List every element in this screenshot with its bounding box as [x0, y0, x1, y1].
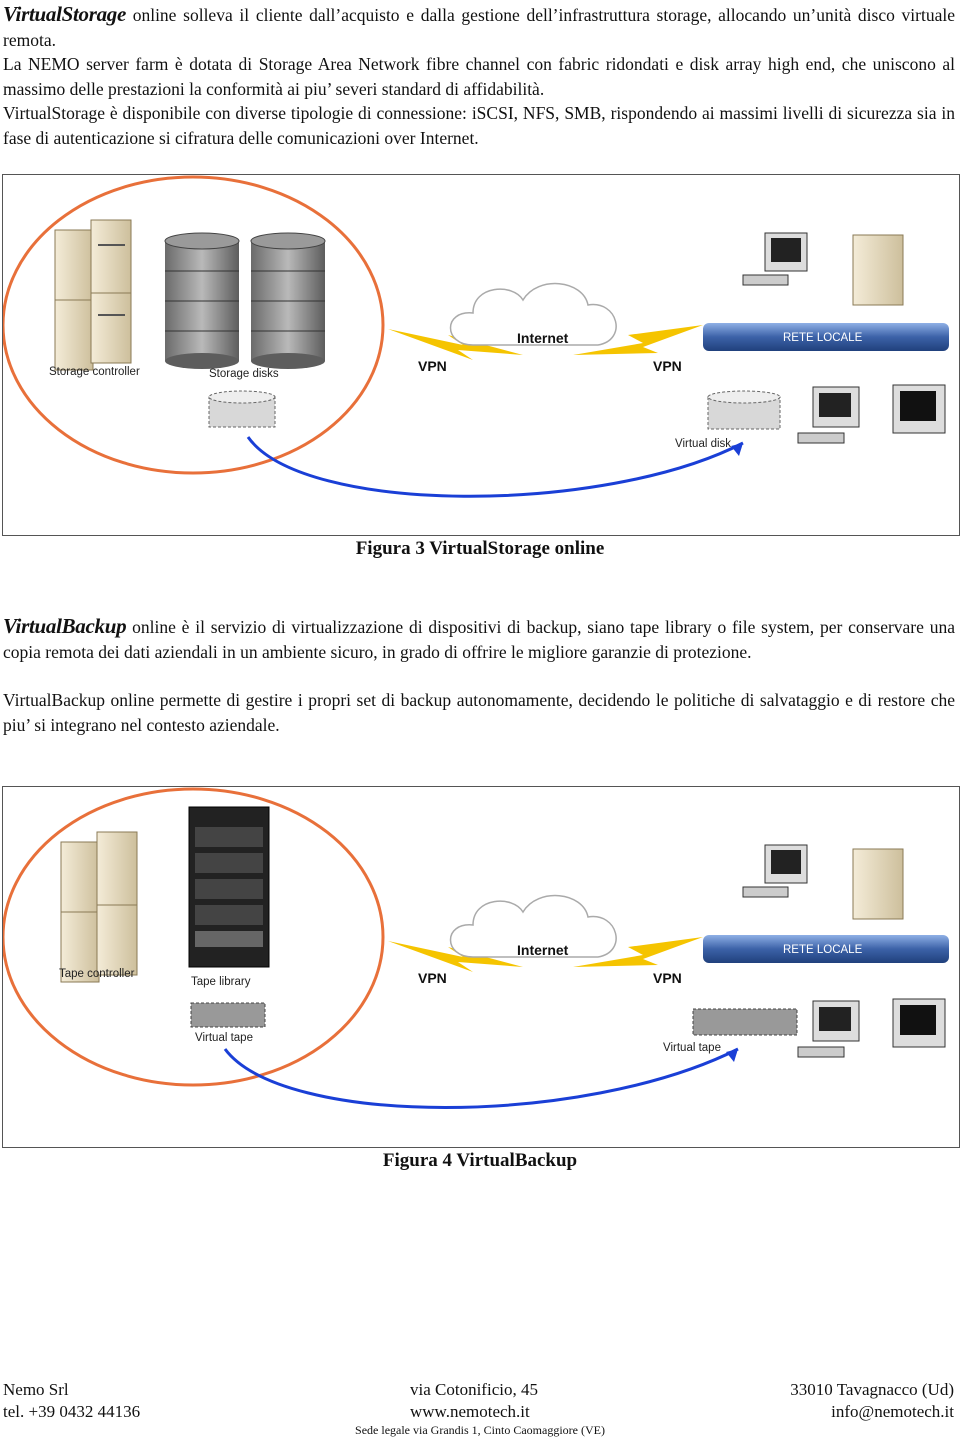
label-rete-locale: RETE LOCALE	[783, 944, 863, 956]
vpn-left-lightning	[388, 941, 523, 972]
intro-paragraph-backup: VirtualBackup online è il servizio di vi…	[3, 614, 955, 664]
phone-number: tel. +39 0432 44136	[3, 1402, 141, 1421]
footer-center: via Cotonificio, 45 www.nemotech.it	[410, 1379, 538, 1423]
virtual-disk-left-icon	[208, 390, 276, 428]
virtual-tape-left-icon	[190, 1002, 266, 1028]
label-virtual-tape-left: Virtual tape	[195, 1032, 253, 1044]
email-link[interactable]: info@nemotech.it	[831, 1402, 954, 1421]
virtual-disk-right-icon	[707, 390, 781, 430]
tape-controller-icon	[60, 831, 138, 983]
arrow-head-icon	[726, 1049, 738, 1062]
vpn-left-lightning	[388, 329, 523, 360]
figure-virtualbackup: Tape controller Tape library Virtual tap…	[1, 786, 960, 1148]
vpn-right-lightning	[573, 937, 703, 967]
label-internet: Internet	[517, 942, 569, 958]
label-vpn-right: VPN	[653, 358, 682, 374]
diagram-virtualbackup: Tape controller Tape library Virtual tap…	[1, 787, 949, 1109]
sync-arrow	[246, 436, 744, 498]
crt-monitor-icon	[892, 384, 946, 434]
label-vpn-left: VPN	[418, 970, 447, 986]
figure-virtualstorage: Storage controller Storage disks VPN VPN	[1, 174, 960, 536]
sync-arrow	[223, 1047, 739, 1109]
internet-cloud-icon	[449, 283, 617, 346]
street-address: via Cotonificio, 45	[410, 1380, 538, 1399]
tape-library-icon	[188, 806, 270, 968]
workstation-icon	[797, 1000, 860, 1058]
label-vpn-left: VPN	[418, 358, 447, 374]
label-virtual-tape-right: Virtual tape	[663, 1042, 721, 1054]
tower-server-icon	[852, 848, 904, 920]
figure3-caption: Figura 3 VirtualStorage online	[355, 538, 605, 559]
desktop-pc-icon	[742, 844, 808, 898]
lan-bar	[703, 323, 949, 351]
datacenter-ellipse	[1, 787, 385, 1087]
label-tape-library: Tape library	[191, 976, 251, 988]
label-rete-locale: RETE LOCALE	[783, 332, 863, 344]
workstation-icon	[797, 386, 860, 444]
backup-policy-paragraph: VirtualBackup online permette di gestire…	[3, 690, 955, 735]
lan-bar	[703, 935, 949, 963]
label-storage-disks: Storage disks	[209, 368, 279, 380]
footer-left: Nemo Srl tel. +39 0432 44136	[3, 1379, 140, 1423]
label-tape-controller: Tape controller	[59, 968, 135, 980]
datacenter-ellipse	[1, 175, 385, 475]
company-name: Nemo Srl	[3, 1380, 69, 1399]
footer-right: 33010 Tavagnacco (Ud) info@nemotech.it	[790, 1379, 954, 1423]
website-link[interactable]: www.nemotech.it	[410, 1402, 530, 1421]
storage-controller-icon	[54, 219, 132, 371]
legal-seat: Sede legale via Grandis 1, Cinto Caomagg…	[355, 1423, 605, 1437]
virtual-tape-right-icon	[692, 1008, 798, 1036]
storage-disks-icon	[164, 232, 326, 369]
crt-monitor-icon	[892, 998, 946, 1048]
intro-paragraph-storage: VirtualStorage online solleva il cliente…	[3, 2, 955, 52]
brand-virtualbackup: VirtualBackup	[3, 614, 127, 638]
connection-paragraph: VirtualStorage è disponibile con diverse…	[3, 103, 955, 148]
arrow-head-icon	[731, 443, 743, 456]
brand-virtualstorage: VirtualStorage	[3, 2, 127, 26]
city-address: 33010 Tavagnacco (Ud)	[790, 1380, 954, 1399]
label-internet: Internet	[517, 330, 569, 346]
diagram-virtualstorage: Storage controller Storage disks VPN VPN	[1, 175, 949, 498]
backup-intro-text: online è il servizio di virtualizzazione…	[3, 617, 955, 662]
label-virtual-disk: Virtual disk	[675, 438, 731, 450]
internet-cloud-icon	[449, 895, 617, 958]
label-storage-controller: Storage controller	[49, 366, 140, 378]
desktop-pc-icon	[742, 232, 808, 286]
label-vpn-right: VPN	[653, 970, 682, 986]
figure4-caption: Figura 4 VirtualBackup	[382, 1150, 578, 1171]
vpn-right-lightning	[573, 325, 703, 355]
san-paragraph: La NEMO server farm è dotata di Storage …	[3, 54, 955, 99]
intro-text: online solleva il cliente dall’acquisto …	[3, 5, 955, 50]
tower-server-icon	[852, 234, 904, 306]
